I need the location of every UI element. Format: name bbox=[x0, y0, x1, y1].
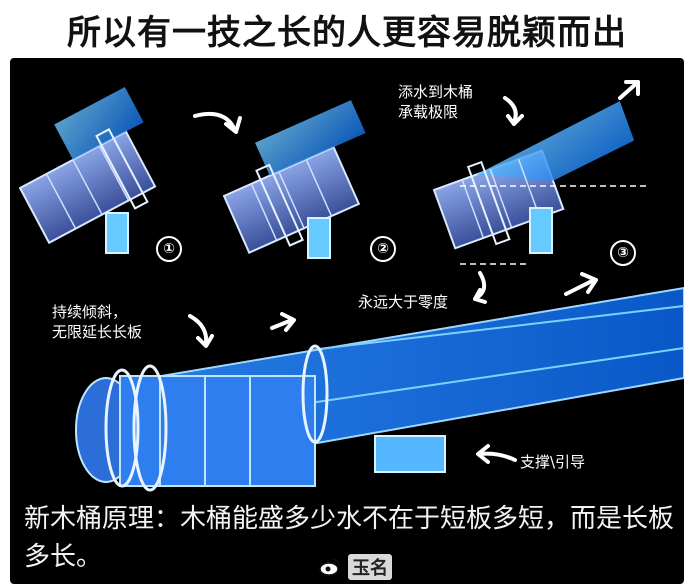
watermark: 玉名 bbox=[318, 554, 392, 580]
annotation-add-water: 添水到木桶 承载极限 bbox=[398, 83, 474, 121]
weibo-icon bbox=[319, 559, 340, 576]
barrel-illustration bbox=[18, 80, 684, 492]
flow-arrows bbox=[188, 80, 640, 464]
annotation-above-zero: 永远大于零度 bbox=[358, 293, 449, 311]
step-number-2: ② bbox=[370, 236, 396, 262]
step-number-3: ③ bbox=[610, 240, 636, 266]
annotation-keep-tilting: 持续倾斜， 无限延长长板 bbox=[52, 303, 143, 341]
barrel-step-1 bbox=[18, 86, 157, 245]
page-title: 所以有一技之长的人更容易脱颖而出 bbox=[0, 0, 694, 58]
barrel-step-2 bbox=[222, 100, 366, 254]
step-number-1: ① bbox=[156, 236, 182, 262]
illustration-panel: ① ② ③ 添水到木桶 承载极限 永远大于零度 持续倾斜， 无限延长长板 支撑\… bbox=[10, 58, 684, 584]
annotation-support-guide: 支撑\引导 bbox=[520, 453, 586, 471]
watermark-text: 玉名 bbox=[348, 554, 392, 580]
big-barrel bbox=[75, 286, 684, 492]
principle-text: 新木桶原理：木桶能盛多少水不在于短板多短，而是长板多长。 bbox=[24, 504, 675, 572]
